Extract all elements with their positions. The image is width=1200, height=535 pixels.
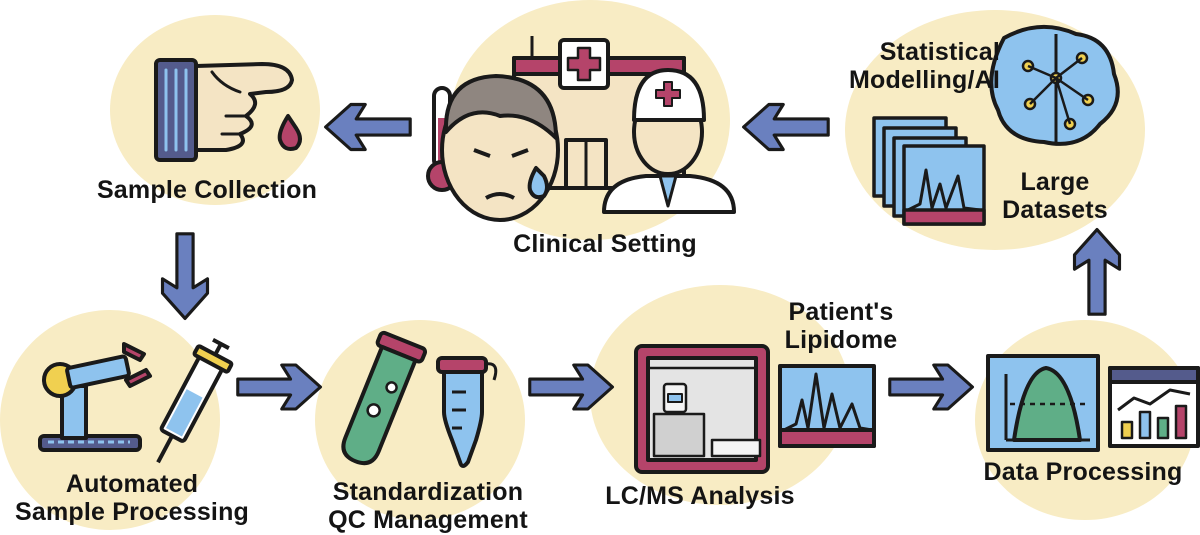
hand-drop-icon [154,58,302,162]
test-tube-icon [341,330,428,466]
label-datasets-line1: Large [1020,168,1090,196]
lipidome-spectrum-icon [778,364,876,448]
label-standardization-line1: Standardization [332,478,524,506]
label-statistical-line2: Modelling/AI [849,66,1000,94]
label-sample-collection: Sample Collection [96,176,318,204]
label-automated-line2: Sample Processing [14,498,250,526]
label-lcms-analysis: LC/MS Analysis [605,482,795,510]
label-statistical-line1: Statistical [879,38,1000,66]
label-clinical-setting: Clinical Setting [513,230,697,258]
arrow-automated-to-standardization [236,363,323,411]
label-automated-processing: Automated Sample Processing [0,470,264,526]
label-data-processing: Data Processing [983,458,1183,486]
label-statistical-modelling: Statistical Modelling/AI [830,38,1000,94]
arrow-processing-to-datasets [1072,228,1122,316]
doctor-icon [602,68,736,214]
distribution-plot-icon [986,354,1100,452]
arrow-sample-to-automated [160,232,210,320]
label-large-datasets: Large Datasets [990,168,1120,224]
arrow-ai-to-clinical [742,102,830,152]
label-lipidome-line1: Patient's [788,298,894,326]
ai-brain-icon [989,24,1120,146]
label-standardization: Standardization QC Management [310,478,546,534]
eppendorf-tube-icon [436,356,498,468]
label-patients-lipidome: Patient's Lipidome [766,298,916,354]
sick-patient-icon [440,74,560,222]
arrow-lcms-to-processing [888,363,975,411]
label-datasets-line2: Datasets [1002,196,1108,224]
line-chart-icon [1108,366,1200,448]
arrow-clinical-to-sample [324,102,412,152]
lcms-instrument-icon [634,344,770,474]
label-standardization-line2: QC Management [328,506,528,534]
robot-arm-icon [38,342,152,452]
syringe-icon [156,337,234,464]
label-lipidome-line2: Lipidome [784,326,898,354]
label-automated-line1: Automated [65,470,199,498]
stacked-spectra-icon [872,116,986,226]
